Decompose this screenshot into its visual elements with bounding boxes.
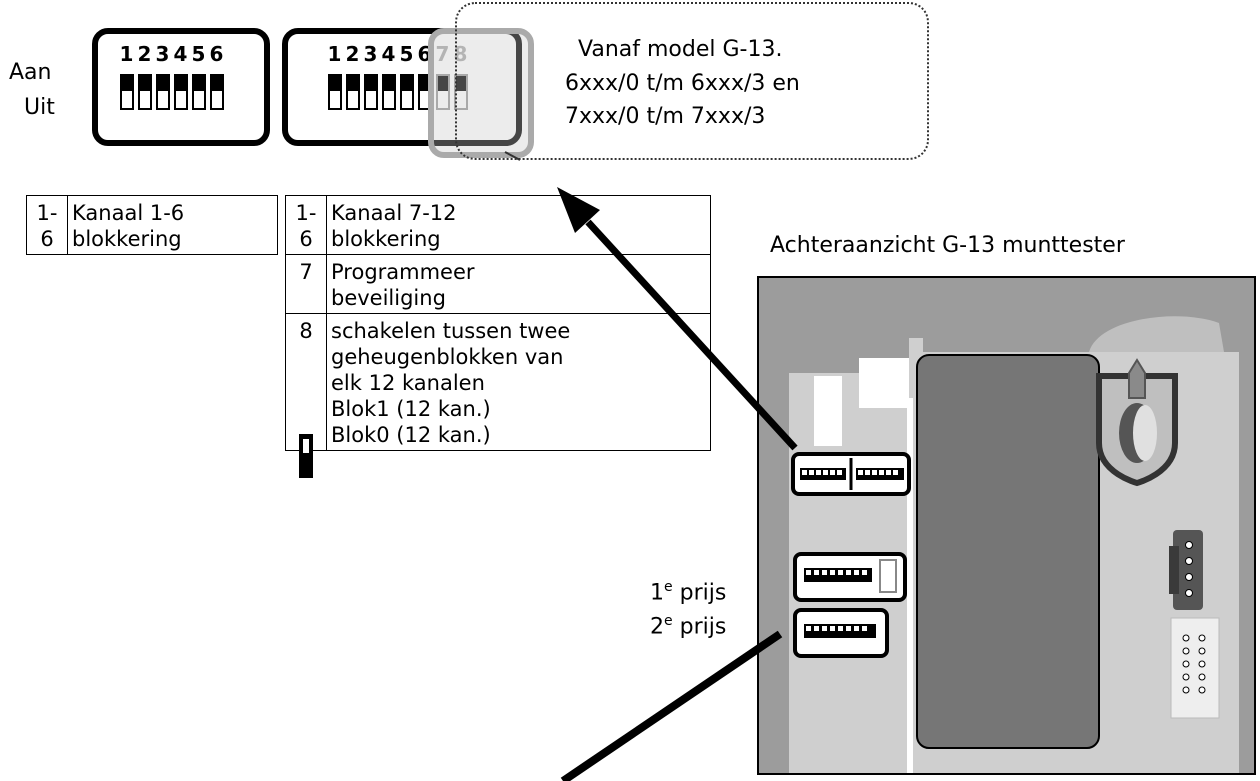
table-row: 8 schakelen tussen twee geheugenblokken … [285, 313, 711, 478]
dip-toggle [138, 74, 152, 110]
label-aan: Aan [9, 60, 52, 85]
dip-toggle [156, 74, 170, 110]
dip-toggle-7 [436, 74, 450, 110]
block-switch-icon [299, 434, 313, 478]
label-second-price: 2e prijs [650, 613, 727, 640]
callout-line-2: 6xxx/0 t/m 6xxx/3 en [565, 71, 800, 96]
device-drawing [789, 316, 1239, 773]
row-description: Kanaal 1-6 blokkering [67, 195, 278, 255]
row-description: Programmeer beveiliging [326, 254, 711, 314]
row-number: 8 [285, 313, 327, 478]
dip-toggle [346, 74, 360, 110]
model-callout [455, 2, 929, 160]
table-row: 1-6 Kanaal 7-12 blokkering [285, 195, 711, 255]
device-title: Achteraanzicht G-13 munttester [770, 233, 1125, 258]
dip-toggle [328, 74, 342, 110]
callout-line-3: 7xxx/0 t/m 7xxx/3 [565, 104, 766, 129]
callout-line-1: Vanaf model G-13. [578, 37, 783, 62]
dip-toggle [382, 74, 396, 110]
table-row: 1-6 Kanaal 1-6 blokkering [26, 195, 278, 255]
label-uit: Uit [24, 95, 55, 120]
dip-toggle [174, 74, 188, 110]
arrow-price-line [560, 630, 783, 781]
table-row: 7 Programmeer beveiliging [285, 254, 711, 314]
row-number: 7 [285, 254, 327, 314]
dip-toggle [400, 74, 414, 110]
device-back-panel [757, 276, 1256, 775]
row-description: schakelen tussen twee geheugenblokken va… [326, 313, 711, 451]
row-description: Kanaal 7-12 blokkering [326, 195, 711, 255]
table-channels-1-6: 1-6 Kanaal 1-6 blokkering [26, 195, 278, 255]
dip-toggle [120, 74, 134, 110]
dip-7-8-highlight [428, 28, 534, 158]
table-channels-7-12: 1-6 Kanaal 7-12 blokkering 7 Programmeer… [285, 195, 711, 478]
dip-toggle [364, 74, 378, 110]
row-number: 1-6 [26, 195, 68, 255]
dip-toggle [210, 74, 224, 110]
dip-toggle [192, 74, 206, 110]
row-number: 1-6 [285, 195, 327, 255]
label-first-price: 1e prijs [650, 579, 727, 606]
